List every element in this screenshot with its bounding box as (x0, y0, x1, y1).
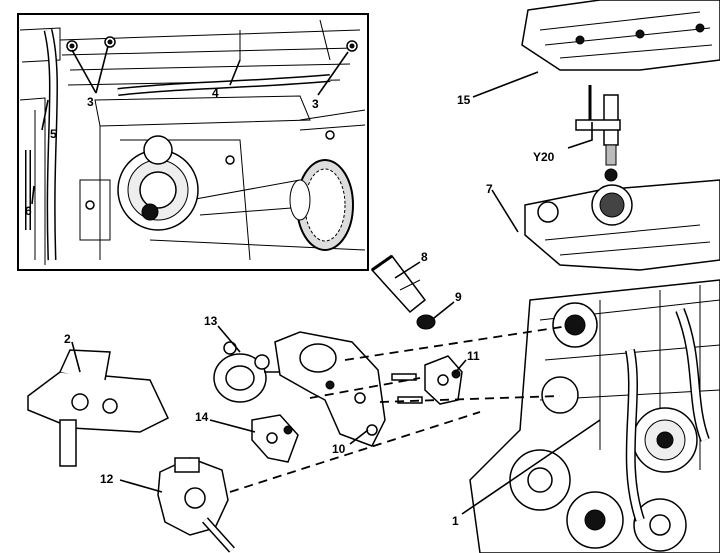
label-9: 9 (455, 290, 462, 304)
label-3-left: 3 (87, 95, 94, 109)
label-11: 11 (467, 349, 480, 363)
label-13: 13 (204, 314, 218, 328)
label-5: 5 (50, 127, 57, 141)
label-7: 7 (486, 182, 493, 196)
housing-bracket-10 (274, 331, 386, 447)
label-15: 15 (457, 93, 471, 107)
engine-mount-bracket (27, 349, 169, 467)
bracket-part-14 (251, 414, 299, 463)
assembly-lines (229, 325, 569, 493)
label-3-right: 3 (312, 97, 319, 111)
label-2: 2 (64, 332, 71, 346)
label-14: 14 (195, 410, 209, 424)
pump-part-13 (213, 341, 290, 403)
cylinder-head-cover (521, 0, 720, 71)
label-10: 10 (332, 442, 346, 456)
inset-detail-view (17, 13, 369, 271)
actuator-part-12 (157, 457, 235, 553)
label-y20: Y20 (533, 150, 555, 164)
label-6: 6 (25, 204, 32, 218)
sensor-part-8 (370, 254, 427, 314)
leader-lines (71, 71, 601, 515)
seal-ring-9 (416, 314, 436, 330)
label-8: 8 (421, 250, 428, 264)
label-4: 4 (212, 86, 219, 100)
tensioner-part-11 (424, 355, 463, 405)
label-12: 12 (100, 472, 114, 486)
part-labels: 3 4 3 5 6 15 Y20 7 8 9 13 2 11 14 10 12 … (25, 86, 555, 528)
label-1: 1 (452, 514, 459, 528)
engine-block (469, 179, 720, 553)
fuel-injector (575, 85, 621, 182)
